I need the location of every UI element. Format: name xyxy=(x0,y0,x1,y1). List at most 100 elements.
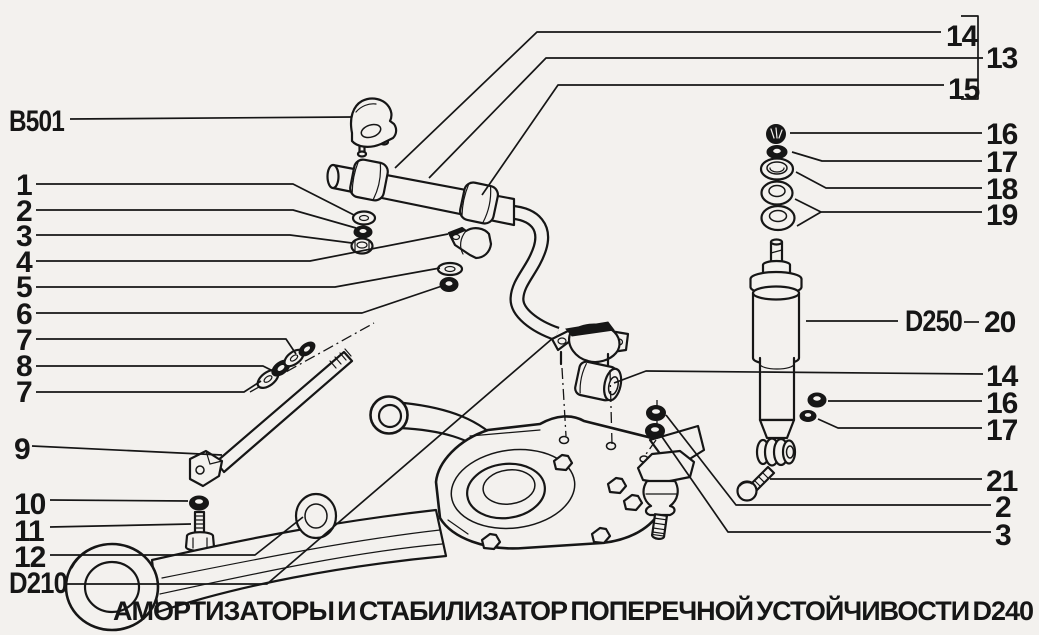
callout-leader-L1 xyxy=(36,183,355,216)
ball-joint-group xyxy=(606,424,706,540)
arm-tube xyxy=(150,508,448,614)
callout-leader-R15 xyxy=(481,84,944,196)
callout-label-L8: 8 xyxy=(16,350,32,383)
nut-3r-hole xyxy=(651,427,659,432)
plate-hole-right xyxy=(605,441,617,451)
plate-bolt-c xyxy=(590,526,612,545)
bar-clamp-inner xyxy=(436,226,493,292)
plate-bolt-a xyxy=(552,453,574,472)
caption-word: СТАБИЛИЗАТОР xyxy=(358,596,568,626)
callout-leader-R18 xyxy=(795,171,982,189)
plate-bolt-b xyxy=(480,532,502,551)
callout-label-L12: 12 xyxy=(14,541,46,574)
callout-leader-R14m xyxy=(613,370,984,384)
caption-word: УСТОЙЧИВОСТИ xyxy=(756,596,970,626)
bar-cushion-right xyxy=(458,181,500,225)
plate-dome-top xyxy=(482,469,536,505)
rod-paddle-bend xyxy=(205,450,223,465)
callout-leader-L2 xyxy=(36,209,357,229)
callout-leader-R17m xyxy=(817,418,982,429)
figure-caption: АМОРТИЗАТОРЫ И СТАБИЛИЗАТОР ПОПЕРЕЧНОЙ У… xyxy=(113,596,1034,627)
callout-label-L4: 4 xyxy=(16,246,33,279)
callout-label-L9: 9 xyxy=(14,433,30,466)
rod-threads xyxy=(329,348,352,369)
callout-label-L2: 2 xyxy=(16,195,32,228)
bushing-19b-bore xyxy=(768,209,788,223)
callout-leader-L7a xyxy=(36,338,297,355)
lock-washer-2-hole xyxy=(359,229,367,233)
nut-16-slots xyxy=(770,127,783,139)
callout-label-R2: 2 xyxy=(995,491,1011,524)
callout-label-L1: 1 xyxy=(16,169,32,202)
ball-joint-boot xyxy=(642,479,679,517)
nut-3-flats xyxy=(354,240,370,251)
callout-leader-L8 xyxy=(36,365,274,372)
knuckle-bolt-b xyxy=(622,493,644,512)
rod-paddle-end xyxy=(188,449,224,488)
bolt-11-threads xyxy=(194,515,205,533)
callout-label-R16m: 16 xyxy=(986,387,1018,420)
plate-oval-rib xyxy=(450,448,576,530)
bushing-19b xyxy=(760,204,796,232)
washer-1-hole xyxy=(358,214,370,222)
nut-6-hole xyxy=(445,281,453,286)
arm-front-eye xyxy=(294,492,338,540)
callout-leader-R3 xyxy=(659,433,991,533)
callout-leader-L11 xyxy=(49,523,192,528)
stabilizer-bar-bend-inner xyxy=(509,206,559,339)
bracket-body xyxy=(349,97,398,148)
washer-17-mid-hole xyxy=(804,413,812,417)
callout-leader-L9 xyxy=(31,445,223,456)
washer-5 xyxy=(436,261,464,277)
callout-label-R21: 21 xyxy=(986,465,1018,498)
bar-end-cap xyxy=(326,163,340,190)
callout-label-L5: 5 xyxy=(16,271,32,304)
callout-label-R13: 13 xyxy=(986,42,1018,75)
lower-control-arm xyxy=(64,492,448,632)
callout-leader-L4 xyxy=(36,233,449,262)
callout-leader-R17t xyxy=(791,151,982,162)
callout-leader-R13 xyxy=(428,57,983,179)
callout-label-R3: 3 xyxy=(995,519,1011,552)
nut-3-crown xyxy=(356,241,368,249)
callout-label-R16t: 16 xyxy=(986,118,1018,151)
stabilizer-bar xyxy=(326,158,560,342)
bolt-21-head-arc xyxy=(739,482,753,487)
callout-label-R17m: 17 xyxy=(986,414,1018,447)
shock-lower-fasteners xyxy=(736,392,827,502)
callout-leader-b501 xyxy=(69,116,353,120)
caption-word: ПОПЕРЕЧНОЙ xyxy=(570,596,754,626)
bracket-fold xyxy=(355,103,377,113)
bar-bushing-14 xyxy=(574,360,623,402)
callout-label-R14t: 14 xyxy=(946,20,979,53)
bolt-21-threads xyxy=(754,472,769,487)
cup-washer-18-detail xyxy=(769,167,785,173)
callout-leader-L12 xyxy=(50,516,304,556)
bar-cushion-left xyxy=(349,158,389,202)
cup-washer-18-ring xyxy=(766,161,788,175)
callout-leader-L7b xyxy=(36,380,262,393)
callout-label-L3: 3 xyxy=(16,220,32,253)
callout-label-L7a: 7 xyxy=(16,324,32,357)
bracket-nut-stack xyxy=(643,400,666,458)
bracket-hole xyxy=(360,123,382,139)
arm-rear-eye-arc xyxy=(71,543,111,569)
caption-word: И xyxy=(337,596,356,626)
callout-label-L7b: 7 xyxy=(16,376,32,409)
clamp-4-edge xyxy=(448,227,465,237)
caption-word: АМОРТИЗАТОРЫ xyxy=(113,596,335,626)
washer-17-hole xyxy=(773,148,781,154)
nut-2-hole xyxy=(652,409,660,414)
callout-leader-L5 xyxy=(36,267,441,288)
link-fastener-stack xyxy=(350,210,377,255)
callout-leader-L6 xyxy=(36,285,443,314)
callout-leader-L10 xyxy=(49,499,189,502)
rod-nut xyxy=(298,341,316,357)
callout-label-L6: 6 xyxy=(16,298,32,331)
clamp-4-fold xyxy=(460,230,467,255)
callout-label-L11: 11 xyxy=(14,515,44,548)
arm-front-eye-bore xyxy=(304,503,328,529)
bushing-19a-bore xyxy=(768,184,786,198)
callout-label-R19: 19 xyxy=(986,199,1018,232)
